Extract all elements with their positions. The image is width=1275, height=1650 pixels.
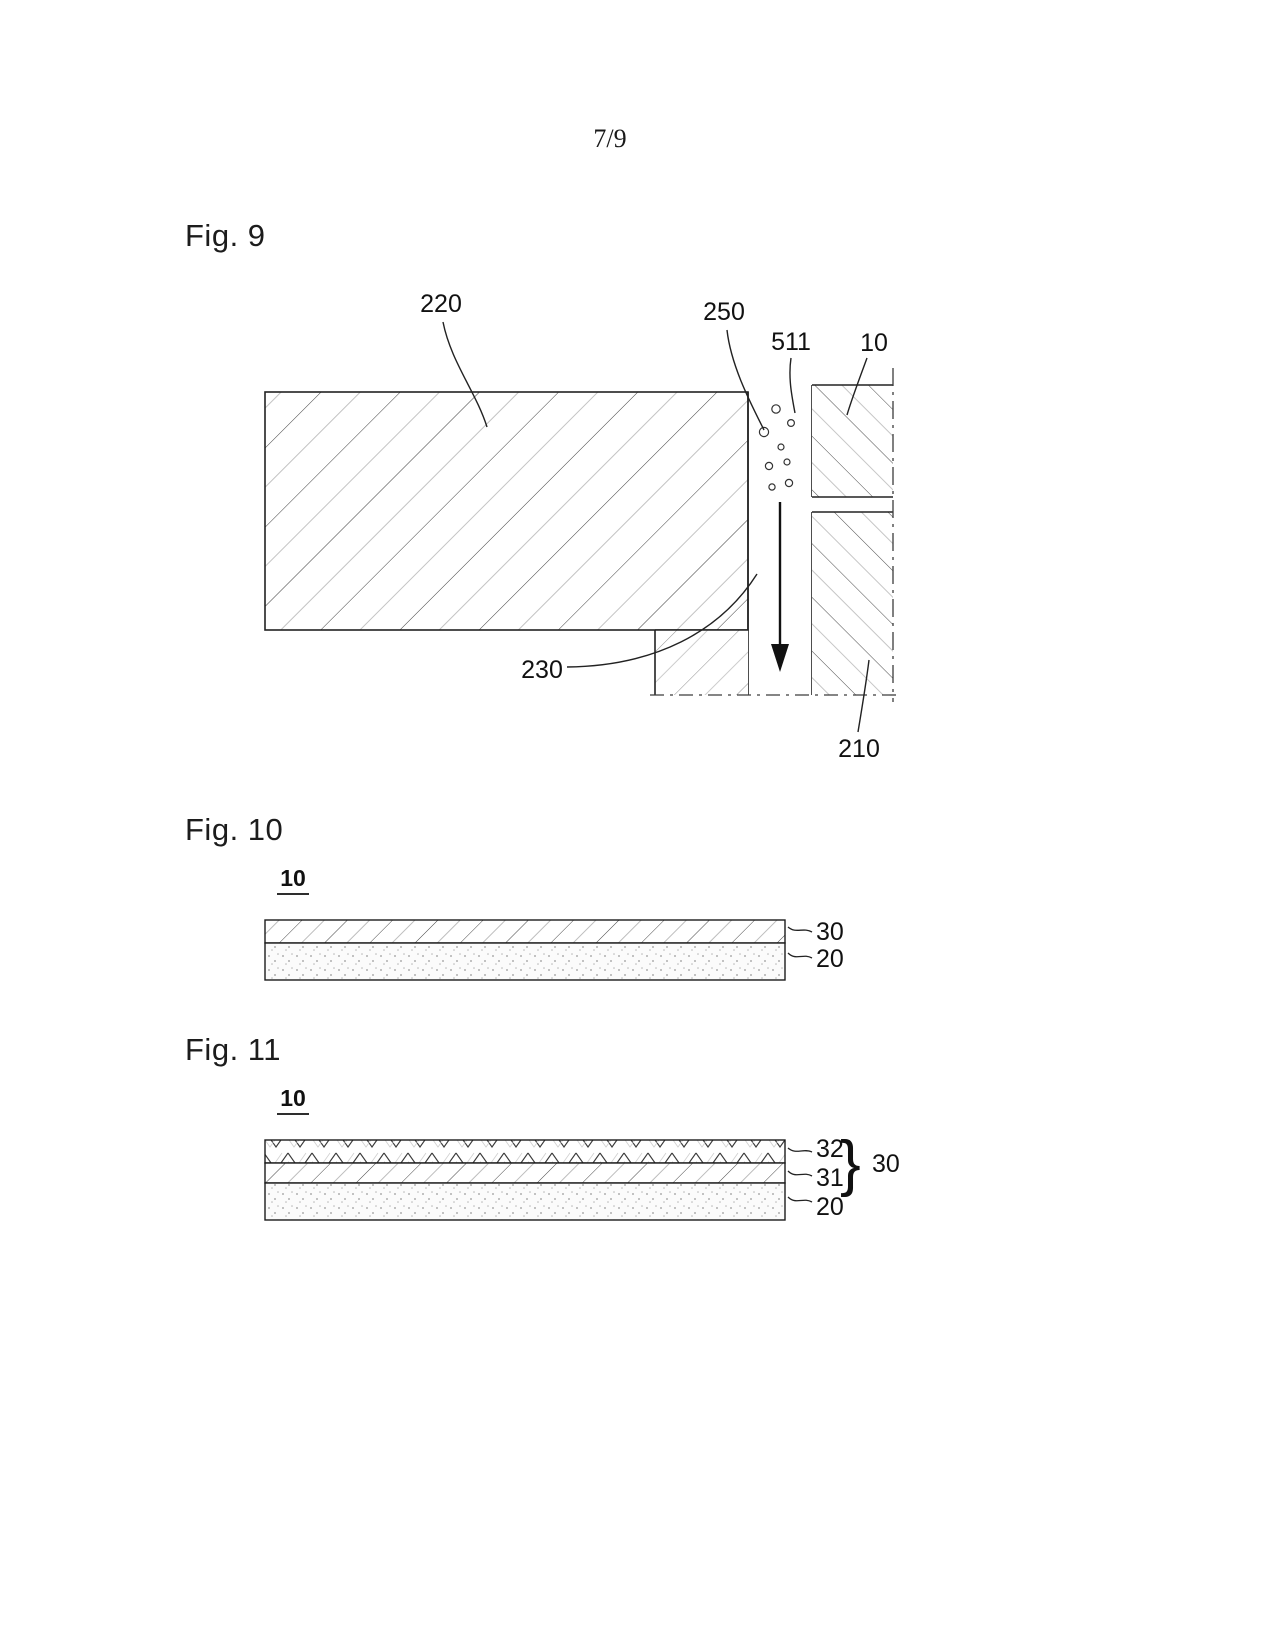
fig10-layer-30 [264,919,786,944]
fig10-label-20: 20 [816,945,844,973]
fig11-layer-31 [264,1162,786,1184]
fig9-leader-250 [726,329,765,431]
fig9-drawing: 220 250 511 10 230 210 [264,290,897,763]
page-number: 7/9 [593,124,627,153]
fig9-droplets-511 [758,404,795,491]
fig10-layer-20 [264,942,786,981]
fig11-label-30: 30 [872,1150,900,1178]
fig11-label-20: 20 [816,1193,844,1221]
fig10-drawing: 10 30 20 [264,865,844,981]
fig9-leader-230 [566,573,758,668]
fig9-leader-210 [857,659,870,733]
fig11-title: Fig. 11 [185,1032,281,1067]
fig10-label-30: 30 [816,918,844,946]
fig9-label-10: 10 [860,329,888,357]
fig10-leader-30 [787,926,813,933]
fig11-layer-32 [264,1139,786,1164]
fig11-label-10: 10 [280,1085,306,1111]
fig9-bottom-left-block [655,630,748,695]
fig9-part-210-block [812,512,893,695]
fig11-leader-20 [787,1196,813,1203]
fig9-part-10-block [812,385,893,497]
fig9-leader-511 [789,357,796,414]
fig9-label-250: 250 [703,298,745,326]
fig9-label-511: 511 [771,328,811,356]
fig10-label-10: 10 [280,865,306,891]
fig10-title: Fig. 10 [185,812,284,847]
fig9-part-220-block [264,391,749,631]
fig11-label-31: 31 [816,1164,844,1192]
fig11-leader-31 [787,1170,813,1177]
fig11-group-brace: } [840,1129,861,1198]
fig9-title: Fig. 9 [185,218,266,253]
fig10-leader-20 [787,952,813,959]
fig9-leader-220 [442,321,488,428]
fig9-label-230: 230 [521,656,563,684]
fig11-layer-20 [264,1182,786,1221]
fig9-flow-arrow-icon [771,502,789,672]
fig11-label-32: 32 [816,1135,844,1163]
fig11-leader-32 [787,1147,813,1153]
fig9-leader-10 [846,357,868,416]
fig11-drawing: 10 32 31 20 } 30 [264,1085,900,1221]
fig9-label-220: 220 [420,290,462,318]
fig9-label-210: 210 [838,735,880,763]
